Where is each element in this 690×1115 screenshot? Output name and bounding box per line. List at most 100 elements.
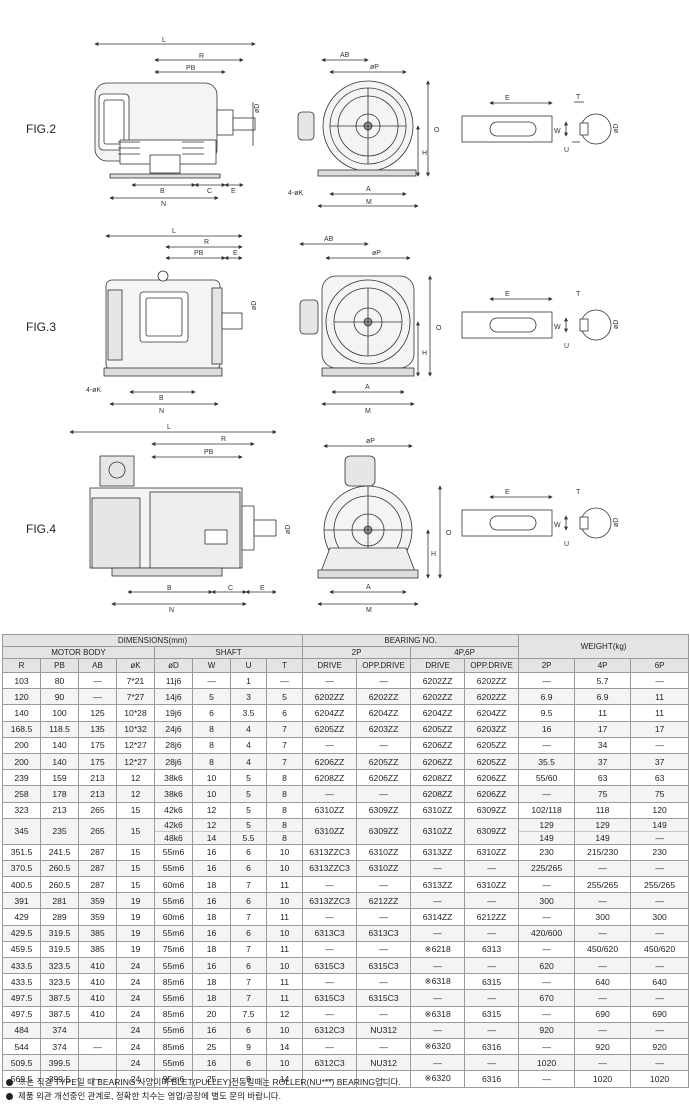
table-cell: 15 — [116, 801, 155, 819]
table-cell: 6 — [230, 892, 267, 910]
table-cell: 75 — [574, 785, 632, 803]
table-cell: 410 — [78, 973, 117, 991]
svg-text:T: T — [576, 94, 581, 101]
table-cell: 6310ZZ — [410, 801, 466, 819]
table-cell: 6315C3 — [302, 989, 358, 1007]
table-cell: — — [630, 1021, 690, 1039]
svg-text:U: U — [564, 147, 569, 154]
table-cell: 319.5 — [40, 924, 79, 942]
table-cell: 38k6 — [154, 785, 193, 803]
table-cell: 19 — [116, 940, 155, 959]
table-cell: 1020 — [574, 1070, 632, 1088]
footnote: 제품 외관 개선중인 관계로, 정확한 치수는 영업/공장에 별도 문의 바랍니… — [6, 1089, 401, 1103]
table-cell: 159 — [40, 769, 79, 787]
table-cell: 6313ZZC3 — [302, 859, 358, 878]
technical-drawings: FIG.2 FIG.3 FIG.4 — [26, 37, 620, 614]
table-cell: 140 — [40, 752, 79, 771]
table-cell: — — [410, 1021, 466, 1039]
svg-text:øP: øP — [366, 438, 375, 445]
table-cell: 215/230 — [574, 843, 632, 861]
table-cell: — — [410, 859, 466, 878]
table-cell: 25 — [192, 1037, 231, 1056]
bullet-icon — [6, 1079, 13, 1087]
svg-text:L: L — [172, 228, 176, 235]
table-cell: 287 — [78, 843, 117, 861]
svg-text:L: L — [162, 37, 166, 44]
table-cell: — — [302, 908, 358, 926]
table-cell: 359 — [78, 892, 117, 910]
table-cell: 6206ZZ — [410, 736, 466, 754]
table-cell — [78, 1054, 117, 1072]
table-subcell: 48k6 — [164, 832, 183, 843]
table-cell: — — [265, 671, 304, 690]
table-cell: 359 — [78, 908, 117, 926]
table-cell: 6.9 — [518, 688, 576, 706]
table-cell: 7 — [265, 720, 304, 738]
footnotes: ※는 직결 TYPE일 때 BEARING 사양이며 BLET(PULLEY)전… — [6, 1075, 401, 1103]
table-cell: 200 — [2, 736, 41, 754]
table-cell: 16 — [192, 1054, 231, 1072]
column-header: R — [2, 658, 41, 673]
table-cell: 24 — [116, 1021, 155, 1039]
table-cell: — — [464, 924, 520, 942]
table-cell: 12*27 — [116, 752, 155, 771]
table-cell: 34 — [574, 736, 632, 754]
table-cell: 37 — [574, 752, 632, 771]
table-cell: 230 — [630, 843, 690, 861]
table-cell: 168.5 — [2, 720, 41, 738]
table-cell: 10 — [265, 892, 304, 910]
table-cell: 6313C3 — [356, 924, 412, 942]
fig3-label: FIG.3 — [26, 320, 57, 334]
table-cell: 5 — [192, 688, 231, 706]
table-cell: 18 — [192, 989, 231, 1007]
table-cell: 6 — [230, 859, 267, 878]
table-cell: 241.5 — [40, 843, 79, 861]
column-header: 6P — [630, 658, 690, 673]
header-dimensions: DIMENSIONS(mm) — [1, 634, 304, 647]
table-cell: 100 — [40, 704, 79, 722]
table-subcell: 5.5 — [242, 832, 255, 843]
svg-text:øD: øD — [254, 104, 261, 113]
svg-text:C: C — [228, 585, 233, 592]
table-cell: 6309ZZ — [356, 801, 412, 819]
table-cell: ※6318 — [410, 973, 466, 991]
table-cell: 16 — [192, 956, 231, 975]
table-cell: 6313ZZC3 — [302, 843, 358, 861]
table-cell: 20 — [192, 1005, 231, 1023]
table-cell: 690 — [630, 1005, 690, 1023]
table-cell: 6205ZZ — [302, 720, 358, 738]
table-cell: 6206ZZ — [464, 769, 520, 787]
table-cell: 63 — [574, 769, 632, 787]
table-cell: — — [464, 956, 520, 975]
table-cell: 149— — [630, 817, 690, 845]
table-cell: 459.5 — [2, 940, 41, 959]
table-cell: 55m6 — [154, 924, 193, 942]
table-cell: 920 — [574, 1037, 632, 1056]
table-cell: — — [630, 989, 690, 1007]
table-cell: 10 — [265, 859, 304, 878]
table-cell: 7 — [265, 736, 304, 754]
table-cell: — — [574, 859, 632, 878]
table-cell: — — [78, 1070, 117, 1088]
table-cell: 255/265 — [630, 876, 690, 894]
table-cell: 85m6 — [154, 1005, 193, 1023]
table-cell: 281 — [40, 892, 79, 910]
table-cell: ※6320 — [410, 1037, 466, 1056]
table-cell: 24 — [116, 989, 155, 1007]
table-cell: 7*27 — [116, 688, 155, 706]
table-cell: 213 — [40, 801, 79, 819]
table-cell: 175 — [78, 736, 117, 754]
table-cell: — — [410, 956, 466, 975]
table-cell: — — [302, 973, 358, 991]
table-cell: 6315C3 — [356, 989, 412, 1007]
table-cell: 370.5 — [2, 859, 41, 878]
table-cell: 6315C3 — [302, 956, 358, 975]
table-cell: 433.5 — [2, 973, 41, 991]
svg-text:U: U — [564, 343, 569, 350]
